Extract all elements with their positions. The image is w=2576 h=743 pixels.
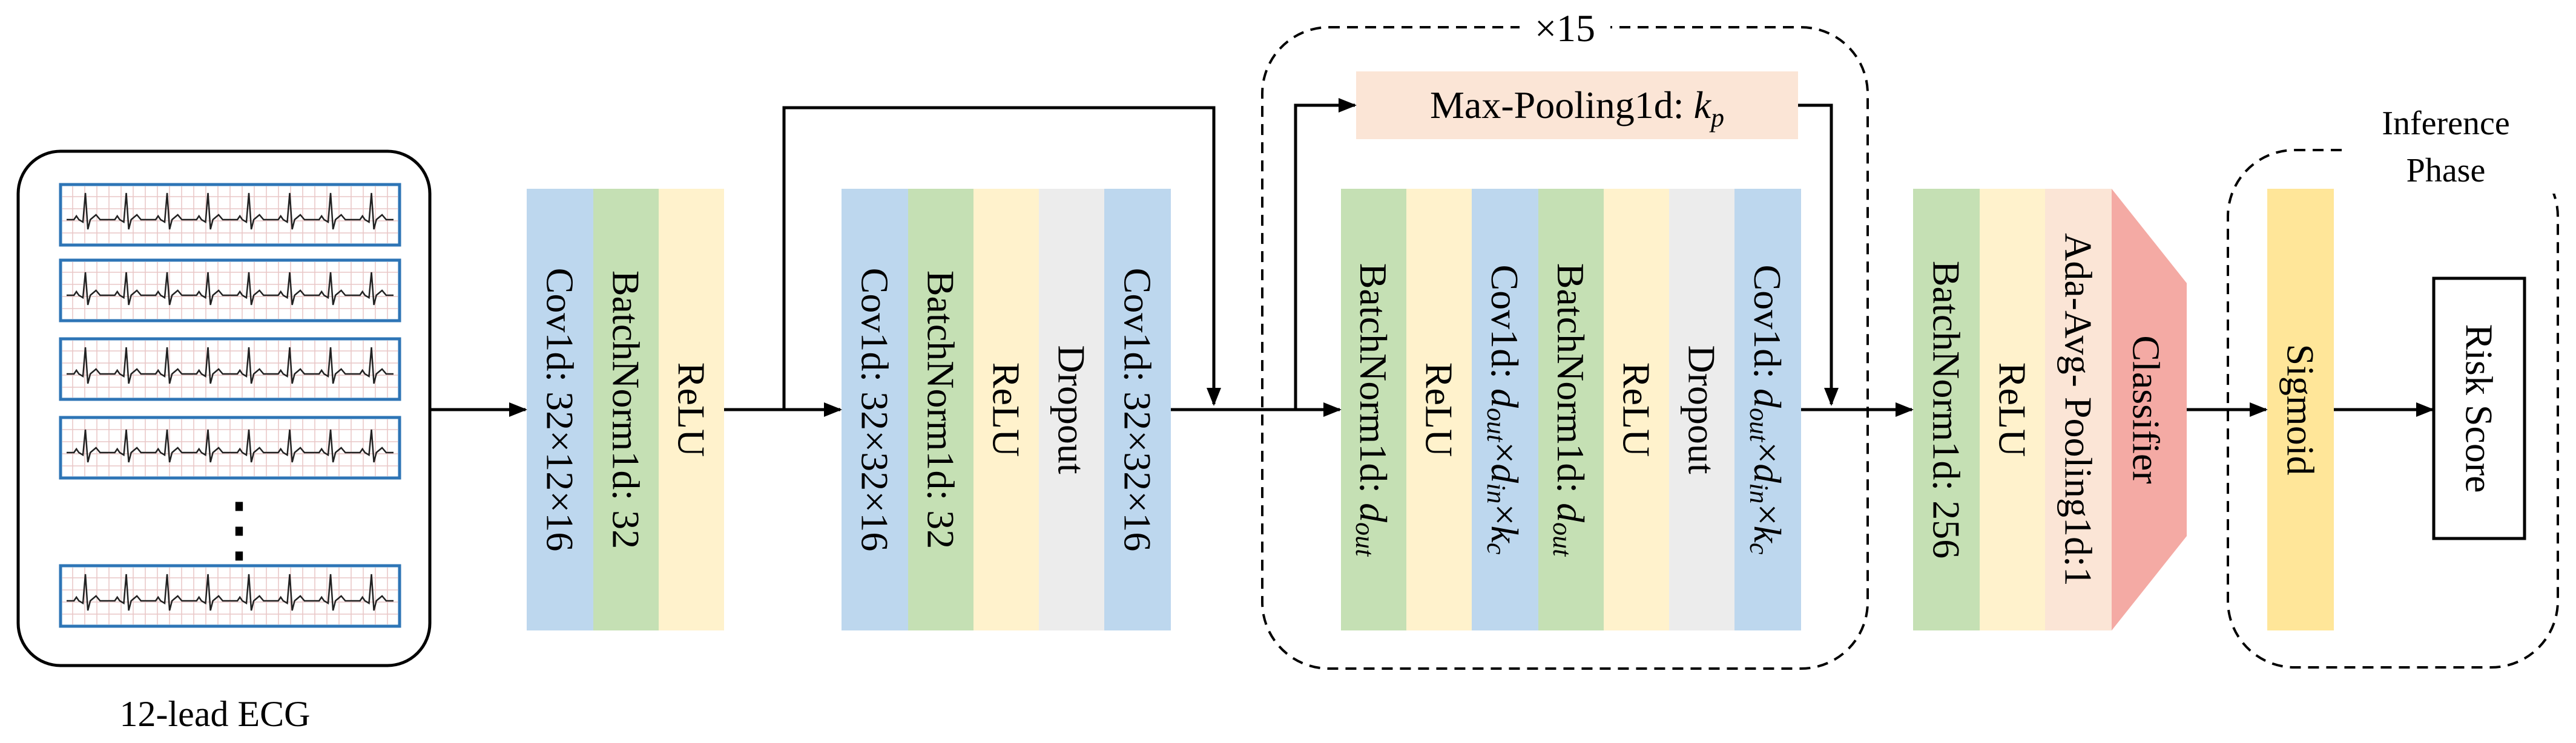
block1-batchnorm-layer [908, 189, 973, 630]
ecg-waveform [67, 347, 394, 384]
head-pool-layer [2045, 189, 2112, 630]
repeat-relu1-label: ReLU [1418, 362, 1461, 457]
inference-title-line2: Phase [2406, 152, 2486, 189]
stem-block: Cov1d: 32×12×16 BatchNorm1d: 32 ReLU [527, 189, 724, 630]
head-batchnorm-label: BatchNorm1d: 256 [1925, 261, 1968, 558]
classifier-trapezoid [2112, 189, 2187, 630]
block1-conv2-layer [1104, 189, 1171, 630]
ecg-strips [59, 183, 401, 628]
repeat-conv2-layer [1734, 189, 1801, 630]
stem-batchnorm-layer [593, 189, 659, 630]
ecg-waveform [67, 574, 394, 611]
repeat-conv2-label: Cov1d: dout×din×kc [1745, 264, 1790, 555]
repeated-residual-block: ×15 Max-Pooling1d: kp BatchNorm1d: dout … [1261, 6, 1869, 670]
inference-phase-group: Inference Phase Sigmoid Risk Score [2227, 97, 2559, 669]
repeat-relu2-layer [1604, 189, 1669, 630]
risk-score-box [2432, 277, 2526, 540]
repeat-conv1-layer [1472, 189, 1538, 630]
sigmoid-layer [2267, 189, 2334, 630]
head-pool-label: Ada-Avg- Pooling1d:1 [2057, 233, 2100, 586]
skip-connection-block1 [782, 106, 1221, 410]
first-residual-block: Cov1d: 32×32×16 BatchNorm1d: 32 ReLU Dro… [842, 189, 1171, 630]
skip-connection-maxpool-out [1798, 103, 1839, 406]
repeat-dropout-layer [1669, 189, 1734, 630]
maxpool-layer [1356, 71, 1798, 139]
block1-conv2-label: Cov1d: 32×32×16 [1116, 268, 1159, 552]
repeat-conv1-label: Cov1d: dout×din×kc [1482, 264, 1527, 555]
sigmoid-label: Sigmoid [2279, 344, 2322, 476]
stem-relu-layer [659, 189, 724, 630]
block1-batchnorm-label: BatchNorm1d: 32 [920, 270, 963, 549]
ecg-waveform [67, 272, 394, 306]
repeat-batchnorm1-layer [1341, 189, 1406, 630]
classifier-label: Classifier [2125, 335, 2168, 483]
ecg-input-group: ⋮ 12-lead ECG [16, 149, 432, 734]
skip-connection-maxpool-in [1294, 98, 1357, 410]
repeat-count-bg [1520, 6, 1610, 48]
repeat-batchnorm2-label: BatchNorm1d: dout [1548, 263, 1593, 557]
block1-relu-label: ReLU [985, 362, 1028, 457]
ecg-waveform [67, 429, 394, 463]
head-relu-layer [1980, 189, 2045, 630]
stem-conv-label: Cov1d: 32×12×16 [539, 268, 582, 552]
repeat-relu1-layer [1406, 189, 1472, 630]
block1-dropout-layer [1039, 189, 1104, 630]
block1-relu-layer [973, 189, 1039, 630]
ecg-caption: 12-lead ECG [120, 694, 311, 734]
repeat-batchnorm1-label: BatchNorm1d: dout [1351, 263, 1395, 557]
maxpool-label: Max-Pooling1d: kp [1430, 83, 1724, 133]
block1-dropout-label: Dropout [1050, 345, 1093, 474]
repeat-dropout-label: Dropout [1681, 345, 1724, 474]
repeat-count-label: ×15 [1535, 7, 1595, 50]
ecg-waveform [67, 192, 394, 230]
stem-batchnorm-label: BatchNorm1d: 32 [605, 270, 648, 549]
risk-score-label: Risk Score [2458, 324, 2501, 493]
head-batchnorm-layer [1913, 189, 1980, 630]
connectors [430, 98, 2434, 417]
inference-title-line1: Inference [2382, 105, 2509, 142]
block1-conv1-layer [842, 189, 908, 630]
block1-conv1-label: Cov1d: 32×32×16 [854, 268, 897, 552]
repeat-relu2-label: ReLU [1615, 362, 1658, 457]
head-relu-label: ReLU [1991, 362, 2034, 457]
stem-conv-layer [527, 189, 593, 630]
head-block: BatchNorm1d: 256 ReLU Ada-Avg- Pooling1d… [1913, 189, 2187, 630]
stem-relu-label: ReLU [670, 362, 713, 457]
inference-title-bg [2349, 97, 2555, 194]
repeat-batchnorm2-layer [1538, 189, 1604, 630]
ecg-ellipsis: ⋮ [203, 489, 275, 569]
